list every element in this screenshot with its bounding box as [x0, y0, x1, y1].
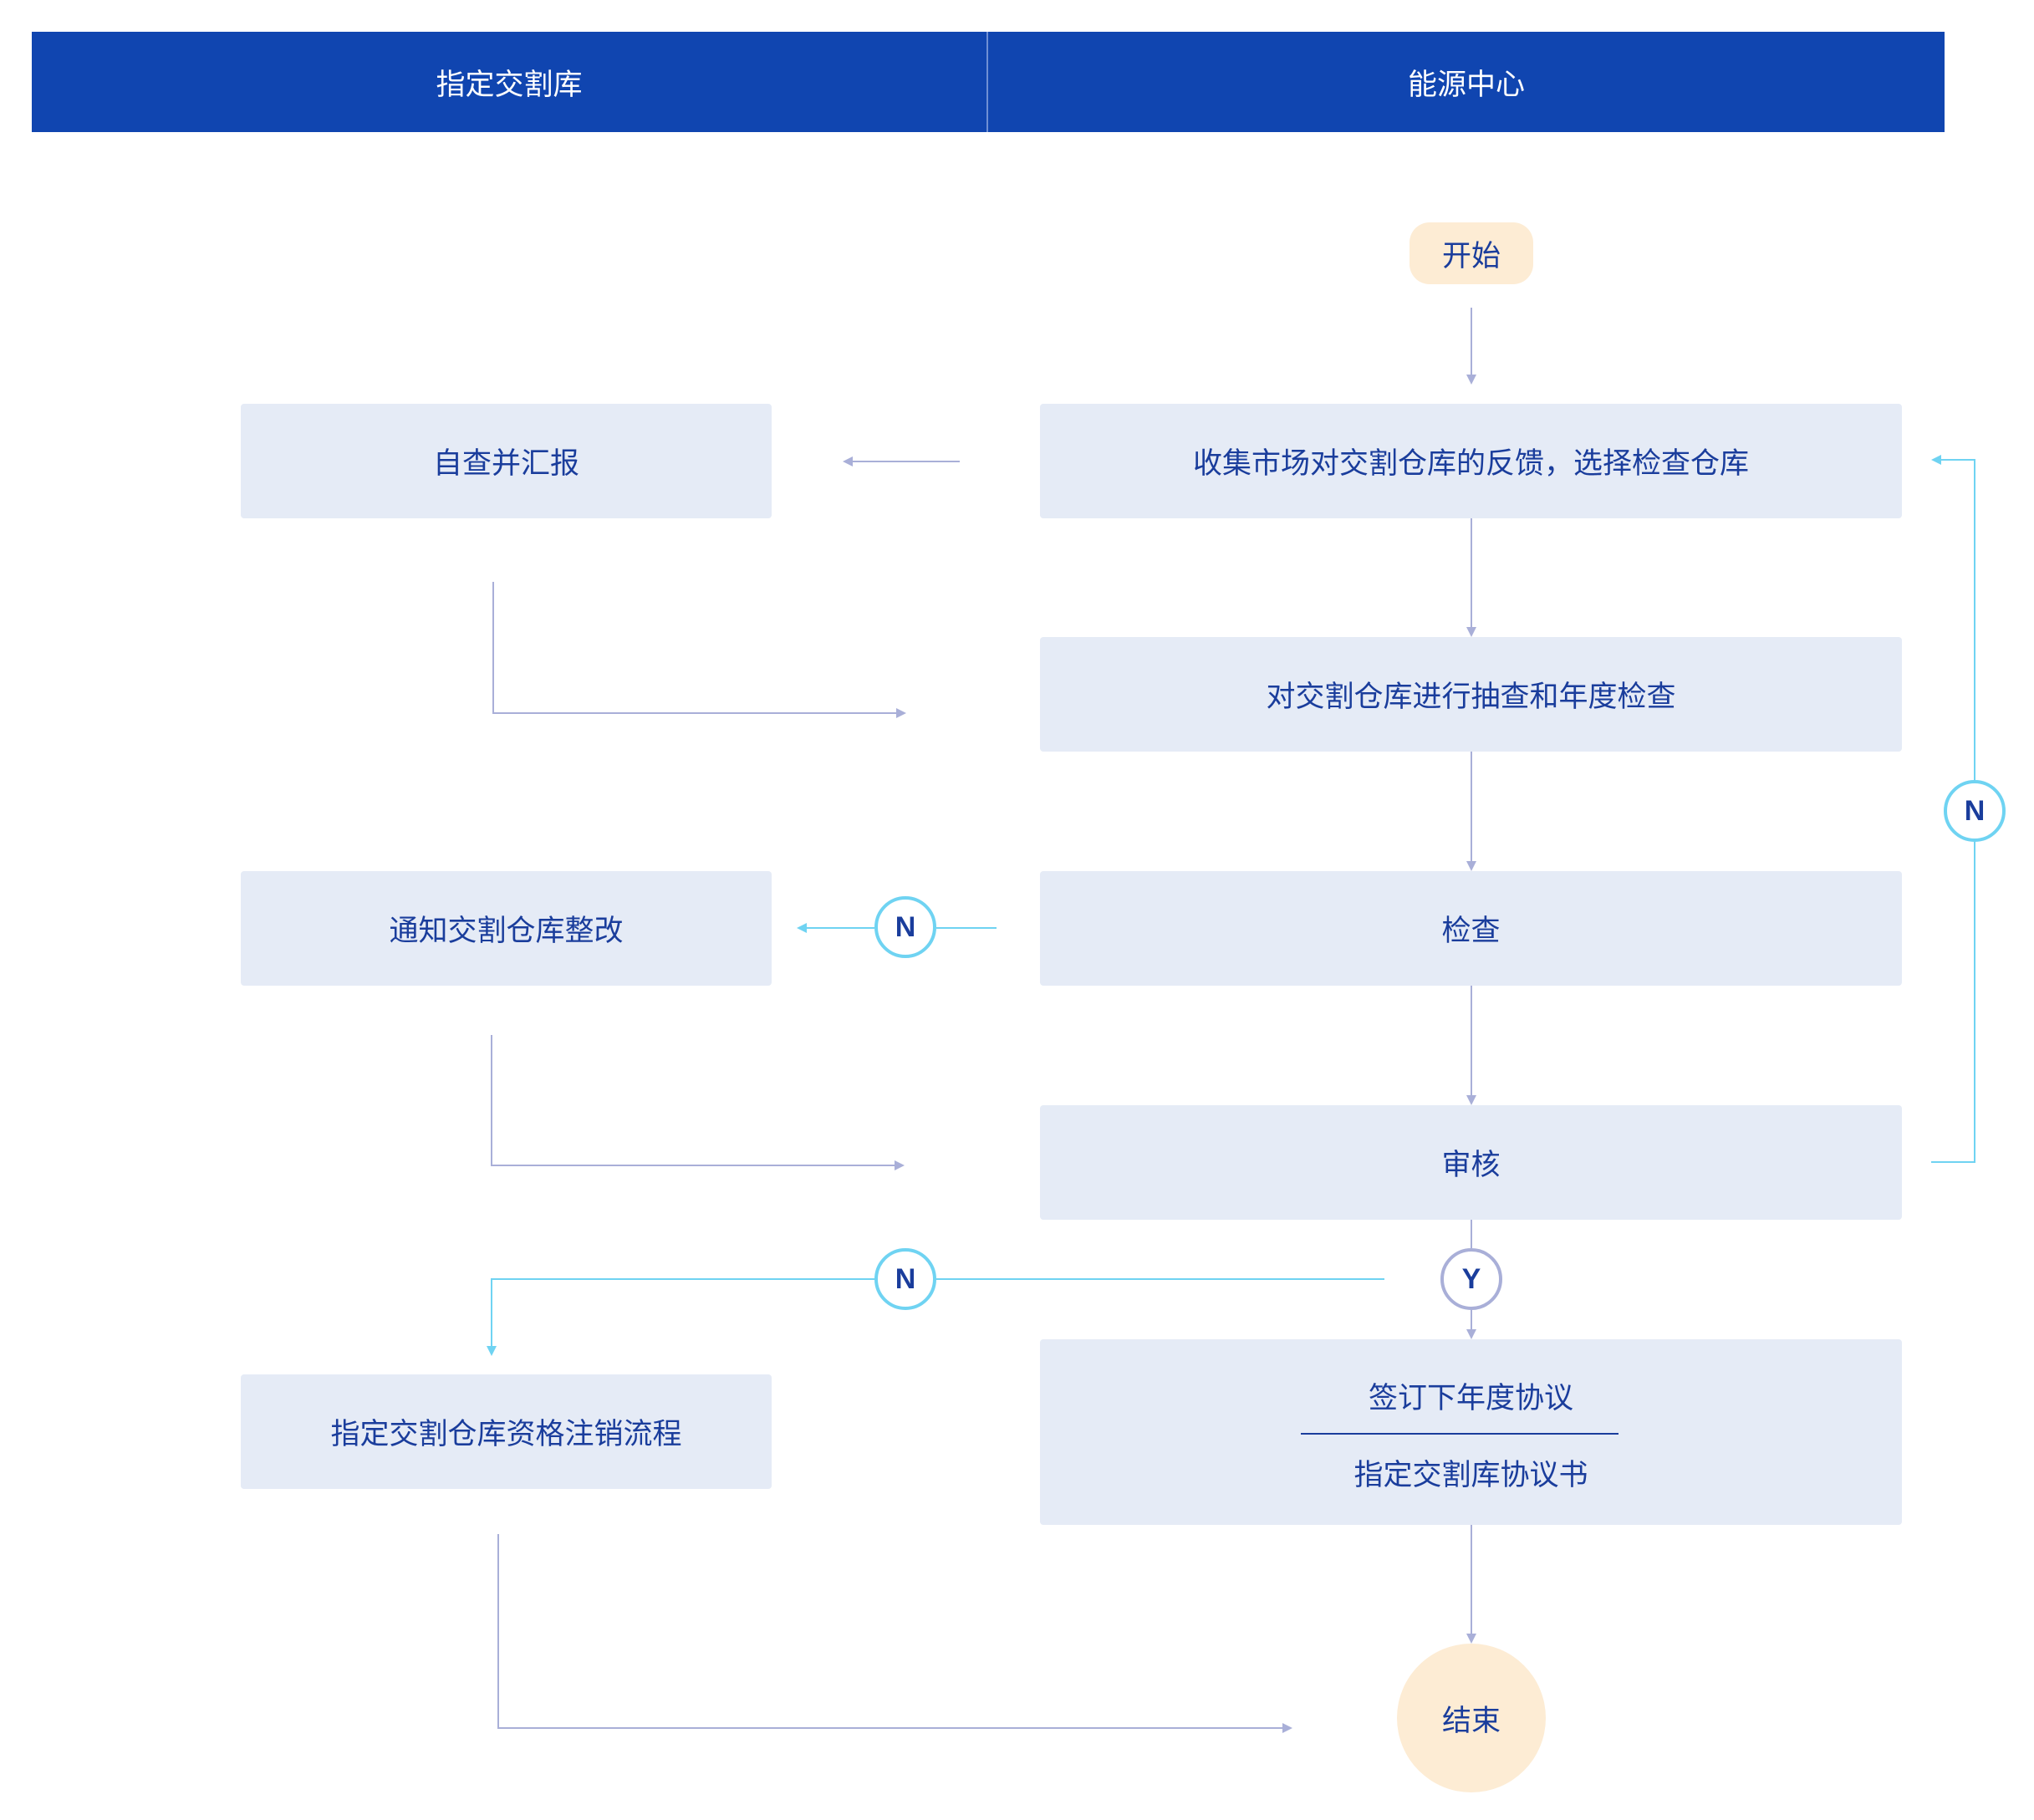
agreement-document-label: 指定交割库协议书 — [1353, 1459, 1588, 1491]
decision-label: N — [895, 1262, 916, 1295]
decision-label: N — [895, 910, 916, 943]
process-label: 对交割仓库进行抽查和年度检查 — [1266, 681, 1676, 713]
process-label: 收集市场对交割仓库的反馈，选择检查仓库 — [1192, 447, 1749, 480]
process-label: 自查并汇报 — [432, 447, 579, 480]
process-review: 审核 — [1040, 1105, 1902, 1220]
decision-check-no: N — [874, 896, 936, 958]
decision-review-yes: Y — [1440, 1248, 1502, 1310]
arrow-self-check-to-inspect — [492, 582, 906, 718]
arrow-notify-to-review — [491, 1035, 905, 1170]
process-label: 检查 — [1441, 915, 1501, 947]
decision-review-no-loop: N — [1944, 780, 2006, 842]
process-sign-agreement: 签订下年度协议 指定交割库协议书 — [1040, 1339, 1902, 1525]
lane-title: 能源中心 — [1407, 68, 1525, 101]
process-cancel-qualification: 指定交割仓库资格注销流程 — [241, 1374, 772, 1489]
start-terminal: 开始 — [1410, 222, 1533, 284]
process-spot-and-annual-inspection: 对交割仓库进行抽查和年度检查 — [1040, 637, 1902, 752]
end-terminal: 结束 — [1397, 1644, 1546, 1792]
line-review-loop-lower — [1931, 842, 1975, 1163]
process-label: 审核 — [1441, 1149, 1501, 1181]
decision-label: Y — [1461, 1262, 1481, 1295]
start-label: 开始 — [1441, 239, 1501, 273]
decision-review-no: N — [874, 1248, 936, 1310]
sign-divider — [1301, 1433, 1619, 1435]
end-label: 结束 — [1441, 1704, 1501, 1737]
lane-header-delivery-warehouse: 指定交割库 — [32, 32, 986, 132]
process-notify-rectification: 通知交割仓库整改 — [241, 871, 772, 986]
lane-header-energy-center: 能源中心 — [988, 32, 1945, 132]
process-collect-feedback: 收集市场对交割仓库的反馈，选择检查仓库 — [1040, 404, 1902, 518]
arrow-n-to-cancel — [487, 1278, 874, 1356]
process-check: 检查 — [1040, 871, 1902, 986]
process-label: 通知交割仓库整改 — [389, 915, 624, 947]
decision-label: N — [1964, 794, 1986, 827]
sign-agreement-label: 签订下年度协议 — [1368, 1382, 1573, 1415]
process-self-check: 自查并汇报 — [241, 404, 772, 518]
process-label: 指定交割仓库资格注销流程 — [330, 1418, 682, 1450]
arrow-cancel-to-end — [497, 1534, 1292, 1733]
arrow-review-loop-upper — [1931, 455, 1975, 780]
lane-title: 指定交割库 — [436, 68, 583, 101]
lane-divider — [986, 32, 988, 132]
